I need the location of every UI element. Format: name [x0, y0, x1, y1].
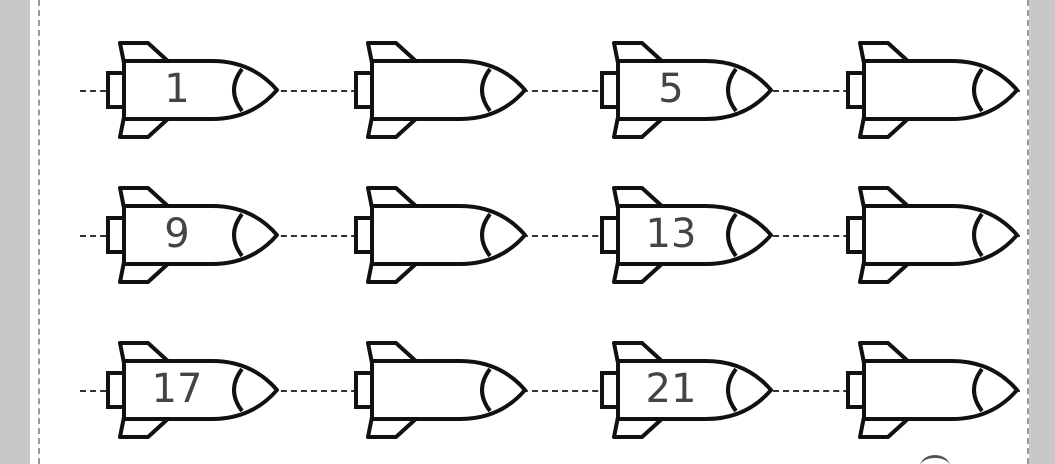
corner-mark	[920, 455, 950, 464]
rocket-number-label: 21	[616, 361, 726, 417]
rocket-icon	[832, 180, 1022, 290]
rocket-number-label	[370, 361, 480, 417]
rocket-icon	[340, 180, 530, 290]
rocket-number-label	[862, 206, 972, 262]
rocket-number-label	[862, 361, 972, 417]
rocket-icon: 9	[92, 180, 282, 290]
rocket-icon	[340, 335, 530, 445]
rocket-number-label	[862, 61, 972, 117]
rocket-icon: 1	[92, 35, 282, 145]
rocket-number-label: 13	[616, 206, 726, 262]
rocket-number-label: 5	[616, 61, 726, 117]
rocket-icon	[340, 35, 530, 145]
rocket-icon	[832, 35, 1022, 145]
rocket-row: 1 5	[0, 35, 1055, 145]
rocket-number-label: 9	[122, 206, 232, 262]
rocket-number-label: 17	[122, 361, 232, 417]
rocket-number-label	[370, 206, 480, 262]
rocket-row: 17 21	[0, 335, 1055, 445]
rocket-icon: 13	[586, 180, 776, 290]
rocket-number-label	[370, 61, 480, 117]
rocket-row: 9 13	[0, 180, 1055, 290]
rocket-icon: 5	[586, 35, 776, 145]
rocket-number-label: 1	[122, 61, 232, 117]
rocket-icon: 21	[586, 335, 776, 445]
rocket-icon: 17	[92, 335, 282, 445]
rocket-icon	[832, 335, 1022, 445]
